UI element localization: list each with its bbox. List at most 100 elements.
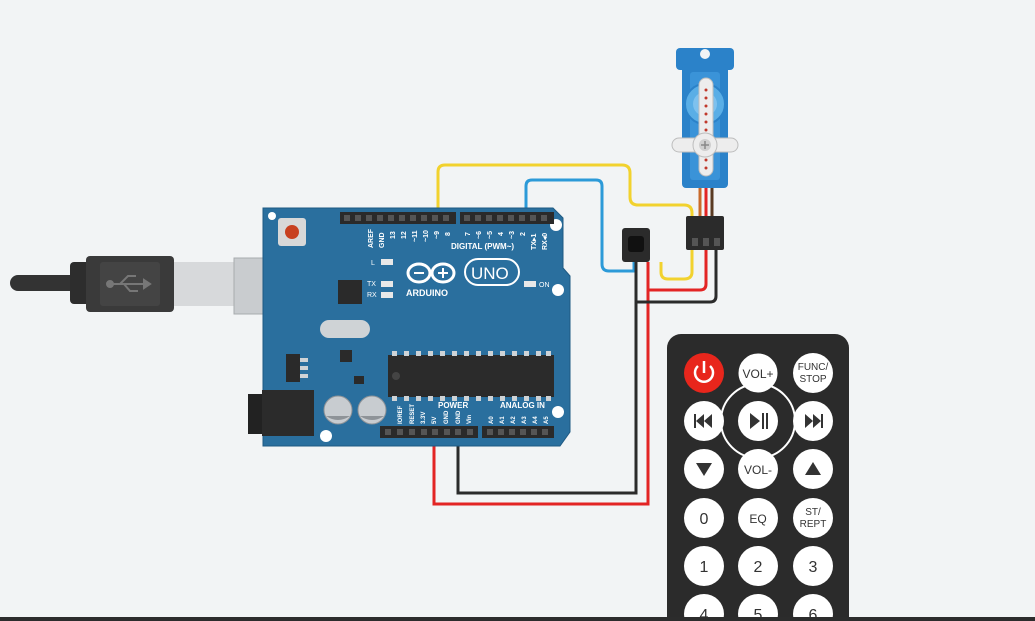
key-0-label: 0 (700, 511, 709, 528)
mounting-hole (552, 406, 564, 418)
crystal-oscillator (320, 320, 370, 338)
power-pin-label: GND (456, 410, 462, 424)
remote-key-3[interactable]: 3 (793, 546, 833, 586)
eq-label: EQ (749, 512, 766, 526)
vol-up-label: VOL+ (742, 367, 773, 381)
smd-component (354, 376, 364, 384)
pin-label-9: ~9 (434, 231, 441, 239)
power-pin-label: 5V (432, 417, 438, 424)
key-2-label: 2 (754, 559, 763, 576)
analog-pin-label: A0 (489, 416, 495, 424)
digital-header-pins[interactable] (344, 215, 547, 221)
pin-label-13: 13 (390, 231, 397, 239)
pin-label-11: ~11 (412, 230, 419, 242)
smd-chip (340, 350, 352, 362)
remote-vol-down-button[interactable]: VOL- (738, 449, 778, 489)
pin-label-aref: AREF (368, 228, 375, 248)
ir-remote[interactable]: VOL+ FUNC/ STOP VOL- (667, 334, 849, 621)
analog-pin-label: A4 (533, 416, 539, 424)
bottom-edge-bar (0, 617, 1035, 621)
led-tx (381, 281, 393, 287)
led-label-tx: TX (367, 281, 376, 288)
up-triangle-icon (805, 462, 821, 475)
pin-label-5: ~5 (487, 231, 494, 239)
analog-pin-label: A5 (544, 416, 550, 424)
fast-forward-icon (805, 414, 823, 428)
key-3-label: 3 (809, 559, 818, 576)
power-label: POWER (438, 401, 468, 410)
pin-label-10: ~10 (423, 230, 430, 242)
power-pin-label: GND (444, 410, 450, 424)
arduino-uno-board[interactable]: AREF GND 13 12 ~11 ~10 ~9 8 7 ~6 ~5 4 ~3… (248, 207, 571, 447)
remote-key-4[interactable]: 4 (684, 594, 724, 621)
led-label-l: L (371, 260, 375, 267)
pin-label-2: 2 (520, 232, 527, 236)
mounting-hole (552, 284, 564, 296)
key-1-label: 1 (700, 559, 709, 576)
wire-yellow[interactable] (436, 163, 694, 281)
pin-label-0: RX◂0 (542, 233, 549, 250)
pin-label-1: TX▸1 (531, 234, 538, 250)
usb-icon (106, 275, 152, 292)
remote-up-button[interactable] (793, 449, 833, 489)
remote-vol-up-button[interactable]: VOL+ (737, 352, 779, 394)
servo-motor[interactable] (671, 48, 739, 250)
voltage-regulator (286, 354, 300, 382)
pin-label-8: 8 (445, 232, 452, 236)
pin-label-7: 7 (465, 232, 472, 236)
power-icon (693, 361, 715, 383)
wire-black[interactable] (456, 262, 638, 495)
key-5-label: 5 (754, 607, 763, 621)
key-6-label: 6 (809, 607, 818, 621)
power-pin-label: 3.3V (421, 412, 427, 424)
servo-horn[interactable] (671, 77, 739, 177)
pin-label-12: 12 (401, 231, 408, 239)
brand-label: ARDUINO (406, 288, 448, 298)
play-pause-icon (750, 413, 768, 429)
vol-down-label: VOL- (744, 463, 772, 477)
remote-st-rept-button[interactable]: ST/ REPT (793, 498, 833, 538)
func-stop-label-line1: FUNC/ (798, 362, 829, 373)
remote-play-pause-button[interactable] (738, 401, 778, 441)
model-badge (464, 258, 520, 286)
atmega-chip (388, 355, 554, 397)
wire-blue[interactable] (524, 178, 636, 273)
pin-label-3: ~3 (509, 231, 516, 239)
key-4-label: 4 (700, 607, 709, 621)
mounting-hole (268, 212, 276, 220)
wire-black-servo[interactable] (636, 246, 718, 304)
ir-receiver[interactable] (622, 228, 650, 262)
remote-power-button[interactable] (684, 353, 724, 393)
remote-key-5[interactable]: 5 (738, 594, 778, 621)
digital-label: DIGITAL (PWM~) (451, 242, 514, 251)
st-rept-label-line2: REPT (800, 519, 827, 530)
led-label-rx: RX (367, 292, 377, 299)
led-on (524, 281, 536, 287)
rewind-icon (694, 414, 712, 428)
reset-button-cap[interactable] (285, 225, 299, 239)
led-label-on: ON (539, 282, 550, 289)
remote-rewind-button[interactable] (684, 401, 724, 441)
remote-func-stop-button[interactable]: FUNC/ STOP (793, 353, 833, 393)
usb-chip (338, 280, 362, 304)
remote-key-2[interactable]: 2 (738, 546, 778, 586)
wire-red-servo[interactable] (648, 246, 708, 292)
pin-label-4: 4 (498, 232, 505, 236)
wires (432, 163, 718, 506)
remote-key-0[interactable]: 0 (684, 498, 724, 538)
func-stop-label-line2: STOP (799, 374, 826, 385)
usb-cable[interactable] (10, 256, 311, 315)
remote-key-1[interactable]: 1 (684, 546, 724, 586)
power-pin-label: Vin (467, 414, 473, 424)
analog-pin-label: A3 (522, 416, 528, 424)
power-header[interactable] (380, 426, 478, 438)
remote-fast-forward-button[interactable] (793, 401, 833, 441)
wire-red[interactable] (432, 262, 650, 506)
remote-eq-button[interactable]: EQ (738, 498, 778, 538)
pin-label-gnd: GND (379, 232, 386, 248)
remote-down-button[interactable] (684, 449, 724, 489)
power-jack-body[interactable] (262, 390, 314, 436)
mounting-hole (320, 430, 332, 442)
remote-key-6[interactable]: 6 (793, 594, 833, 621)
